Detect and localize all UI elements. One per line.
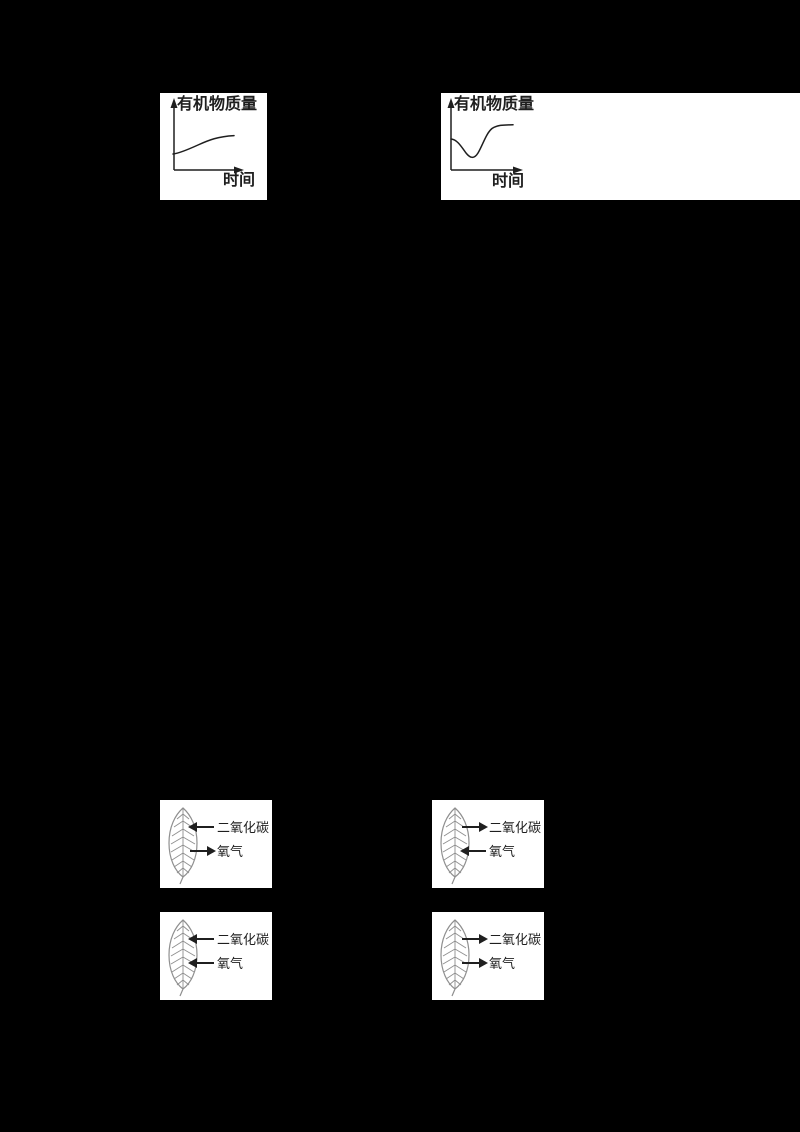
arrow-head: [479, 822, 488, 832]
leaf-gas-exchange-panel: 二氧化碳 氧气: [432, 800, 544, 888]
leaf-icon: [440, 807, 470, 885]
arrow-head: [188, 822, 197, 832]
arrow-shaft: [190, 850, 208, 852]
arrow-head: [188, 934, 197, 944]
o2-label: 氧气: [217, 844, 244, 859]
x-axis-arrow-icon: [513, 166, 523, 174]
arrow-head: [460, 846, 469, 856]
arrow-head: [479, 934, 488, 944]
arrow-shaft: [462, 826, 480, 828]
x-axis-label: 时间: [492, 173, 525, 190]
chart-panel-top-left: 有机物质量 时间: [160, 93, 267, 200]
y-axis-arrow-icon: [170, 98, 178, 108]
co2-arrow-icon: [462, 822, 488, 832]
x-axis-label: 时间: [223, 172, 256, 189]
o2-arrow-icon: [188, 958, 214, 968]
arrow-shaft: [196, 938, 214, 940]
leaf-gas-exchange-panel: 二氧化碳 氧气: [160, 912, 272, 1000]
y-axis-label: 有机物质量: [177, 96, 258, 113]
leaf-icon: [440, 919, 470, 997]
o2-arrow-icon: [462, 958, 488, 968]
arrow-shaft: [196, 826, 214, 828]
co2-arrow-icon: [462, 934, 488, 944]
o2-label: 氧气: [489, 844, 516, 859]
arrow-head: [479, 958, 488, 968]
arrow-shaft: [462, 938, 480, 940]
line-chart: [447, 98, 523, 174]
o2-arrow-icon: [190, 846, 216, 856]
organic-matter-curve: [172, 134, 235, 155]
line-chart: [170, 98, 244, 174]
o2-label: 氧气: [217, 956, 244, 971]
y-axis-arrow-icon: [447, 98, 455, 108]
leaf-gas-exchange-panel: 二氧化碳 氧气: [160, 800, 272, 888]
co2-label: 二氧化碳: [489, 820, 542, 835]
organic-matter-curve: [450, 124, 514, 159]
co2-label: 二氧化碳: [217, 932, 270, 947]
co2-label: 二氧化碳: [489, 932, 542, 947]
co2-label: 二氧化碳: [217, 820, 270, 835]
arrow-head: [188, 958, 197, 968]
arrow-shaft: [462, 962, 480, 964]
co2-arrow-icon: [188, 822, 214, 832]
o2-arrow-icon: [460, 846, 486, 856]
arrow-head: [207, 846, 216, 856]
x-axis-arrow-icon: [234, 166, 244, 174]
chart-panel-top-right: 有机物质量 时间: [441, 93, 800, 200]
leaf-gas-exchange-panel: 二氧化碳 氧气: [432, 912, 544, 1000]
co2-arrow-icon: [188, 934, 214, 944]
y-axis-label: 有机物质量: [454, 96, 535, 113]
o2-label: 氧气: [489, 956, 516, 971]
arrow-shaft: [468, 850, 486, 852]
arrow-shaft: [196, 962, 214, 964]
leaf-icon: [168, 807, 198, 885]
